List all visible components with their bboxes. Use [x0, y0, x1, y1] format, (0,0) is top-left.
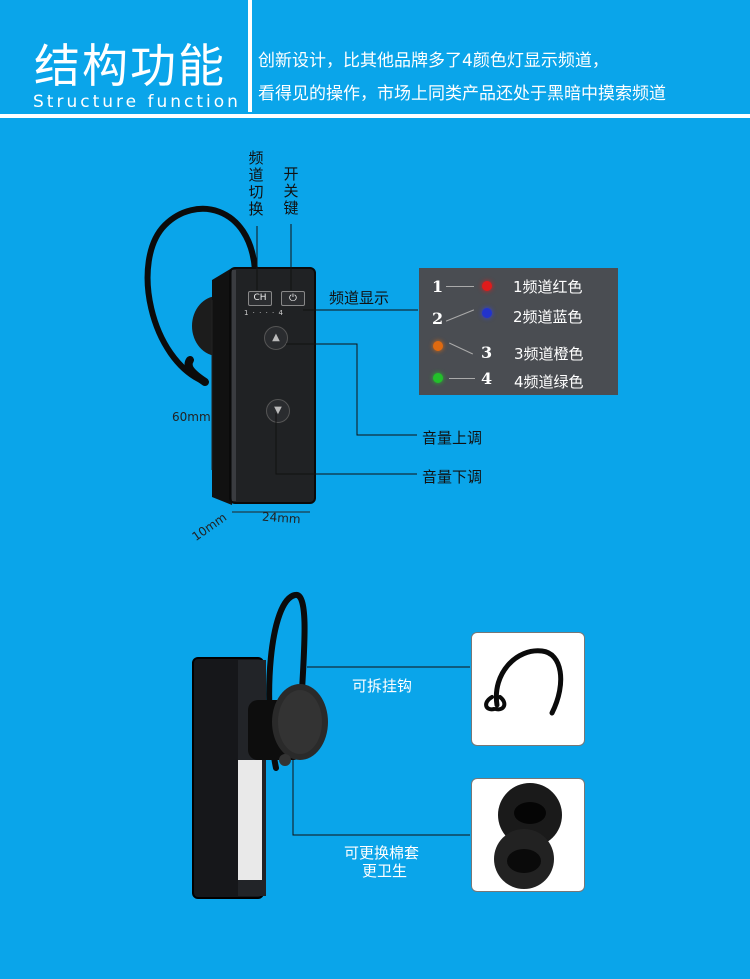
dimension-height: 60mm	[172, 410, 211, 424]
channel-color-legend: 1 1频道红色 2 2频道蓝色 3 3频道橙色 4 4频道绿色	[419, 268, 618, 395]
power-button[interactable]: ⏻	[281, 291, 305, 306]
legend-text: 2频道蓝色	[513, 308, 583, 326]
blue-led-dot	[482, 308, 492, 318]
volume-up-button[interactable]: ▲	[264, 326, 288, 350]
legend-leader	[446, 286, 474, 287]
hook-inset-panel	[471, 632, 585, 746]
foam-cover-icon	[494, 783, 562, 889]
header-banner: 结构功能 Structure function 创新设计，比其他品牌多了4颜色灯…	[0, 0, 750, 118]
title-chinese: 结构功能	[34, 39, 226, 93]
orange-led-dot	[433, 341, 443, 351]
volume-up-label: 音量上调	[422, 429, 483, 447]
volume-down-label: 音量下调	[422, 468, 483, 486]
power-key-label: 开关键	[283, 165, 299, 217]
led-indicator-row: 1 · · · · 4	[244, 309, 284, 317]
green-led-dot	[433, 373, 443, 383]
legend-text: 3频道橙色	[514, 345, 584, 363]
header-divider	[248, 0, 252, 112]
legend-num: 1	[432, 277, 444, 296]
detachable-hook-label: 可拆挂钩	[352, 677, 413, 695]
description-line-1: 创新设计，比其他品牌多了4颜色灯显示频道，	[258, 51, 609, 71]
legend-text: 4频道绿色	[514, 373, 584, 391]
ear-hook-icon	[484, 648, 564, 716]
volume-down-button[interactable]: ▼	[266, 399, 290, 423]
legend-num: 4	[481, 369, 493, 388]
legend-num: 2	[432, 309, 444, 328]
replace-foam-label-1: 可更换棉套	[344, 844, 420, 862]
ch-button[interactable]: CH	[248, 291, 272, 306]
channel-switch-label: 频道切换	[248, 149, 264, 218]
legend-leader	[449, 378, 475, 379]
legend-text: 1频道红色	[513, 278, 583, 296]
red-led-dot	[482, 281, 492, 291]
description-line-2: 看得见的操作，市场上同类产品还处于黑暗中摸索频道	[258, 84, 666, 104]
title-english: Structure function	[33, 92, 241, 112]
header-underline	[0, 114, 750, 118]
foam-inset-panel	[471, 778, 585, 892]
channel-display-label: 频道显示	[329, 289, 390, 307]
legend-num: 3	[481, 343, 493, 362]
replace-foam-label-2: 更卫生	[362, 862, 408, 880]
